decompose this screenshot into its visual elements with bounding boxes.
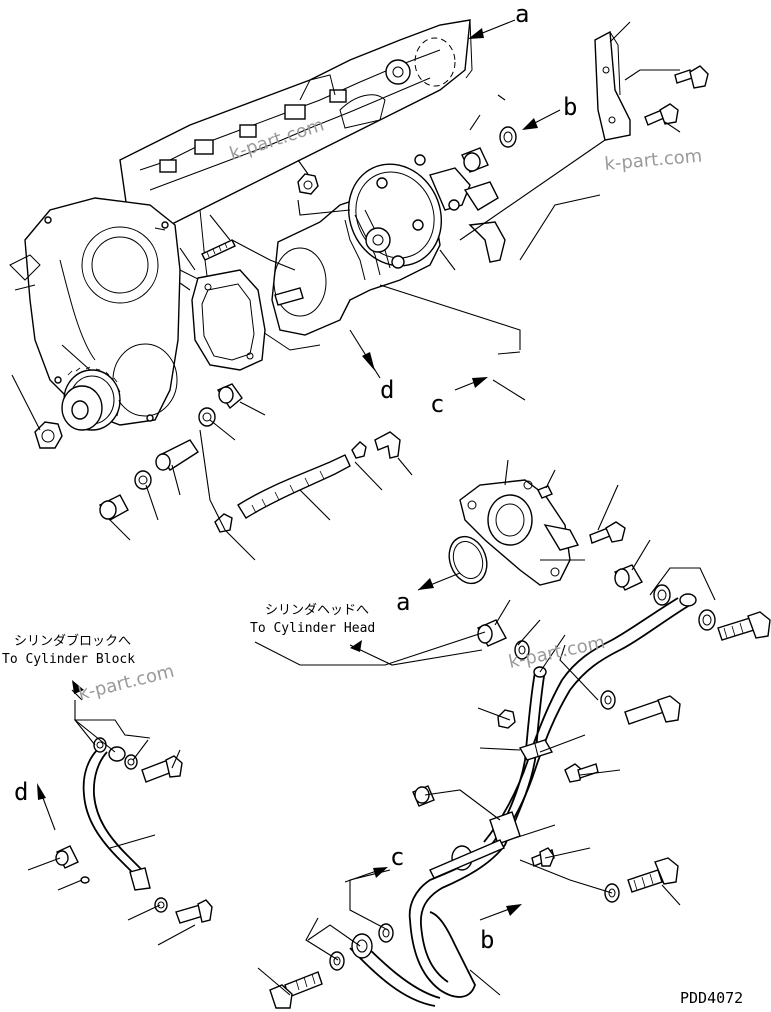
washer-right-2 [698,609,716,631]
spacer-collar [412,785,435,807]
left-banjo-bolt-2 [175,899,213,924]
arrow-a-top [468,19,516,39]
o-ring [448,535,488,585]
arrow-cylinder-head [254,631,486,666]
arrow-d-mid [349,329,381,379]
banjo-bolt-left [98,494,129,521]
callout-a-top: a [515,0,529,28]
water-tube-upper [483,593,697,851]
bracket-bolt-lower [644,103,679,126]
washer-right-1 [653,584,671,606]
tube-clamp-lower [429,811,521,879]
compressor-washer-b [499,126,517,148]
hose-clamp-right [351,441,367,459]
washer-left-2 [134,470,152,490]
flange-bolt [589,521,626,544]
elbow-pipe [374,431,401,459]
connector-right [614,564,643,591]
callout-c-low: c [390,843,404,871]
washer-low-2 [329,951,345,971]
plug-small [537,485,553,499]
clamp-bolt-2 [531,847,555,867]
arrow-a-mid [417,572,461,591]
left-washer-1 [93,737,107,753]
left-connector [55,845,79,869]
label-cylinder-head-en: To Cylinder Head [250,621,375,636]
banjo-bolt-right-2 [624,695,681,725]
compressor-drive-gear [61,366,121,431]
washer-left-1 [198,407,216,427]
tube-clamp-upper [518,739,554,761]
washer-right-4 [600,690,616,710]
water-flange-housing [459,479,580,586]
gear-nut [34,421,63,449]
left-banjo-bolt-1 [141,755,183,783]
water-hose [237,454,351,519]
mounting-bracket [594,30,631,141]
leader-lines [11,21,716,996]
gear-case [9,197,181,426]
adapter-fitting [155,439,199,471]
arrow-b-top [522,109,561,130]
hose-clamp-left [214,513,233,533]
engine-block [119,19,473,351]
callout-c-mid: c [430,390,444,418]
left-water-tube [82,746,151,891]
arrow-c-low [344,867,388,883]
drawing-code: PDD4072 [680,989,743,1007]
stud-bolt [201,239,236,261]
callout-d-mid: d [380,376,394,404]
arrow-cylinder-block [71,680,84,701]
nut-top [297,173,319,195]
compressor-gasket [191,269,266,371]
banjo-bolt-right [717,611,771,641]
bracket-bolt-upper [674,65,709,89]
callout-d-left: d [14,778,28,806]
arrow-c-mid [454,377,488,391]
arrow-b-low [479,904,522,921]
tube-end-eye [351,933,373,959]
connector-mid [477,619,507,647]
callout-b-top: b [563,93,577,121]
callout-b-low: b [480,926,494,954]
left-washer-4 [154,897,168,913]
left-washer-3 [80,876,90,884]
air-compressor [271,154,506,336]
compressor-elbow-fitting [461,147,489,173]
banjo-bolt-low [269,971,323,1009]
label-cylinder-head-jp: シリンダヘッドへ [265,603,369,618]
water-inlet-connector [216,383,243,410]
label-cylinder-block-jp: シリンダブロックへ [14,633,131,649]
watermark-2: k-part.com [604,146,703,175]
banjo-bolt-right-3 [627,857,679,893]
watermark-3: k-part.com [76,661,176,705]
callout-a-mid: a [396,588,410,616]
arrow-d-left [37,783,56,831]
label-cylinder-block-en: To Cylinder Block [2,652,135,667]
